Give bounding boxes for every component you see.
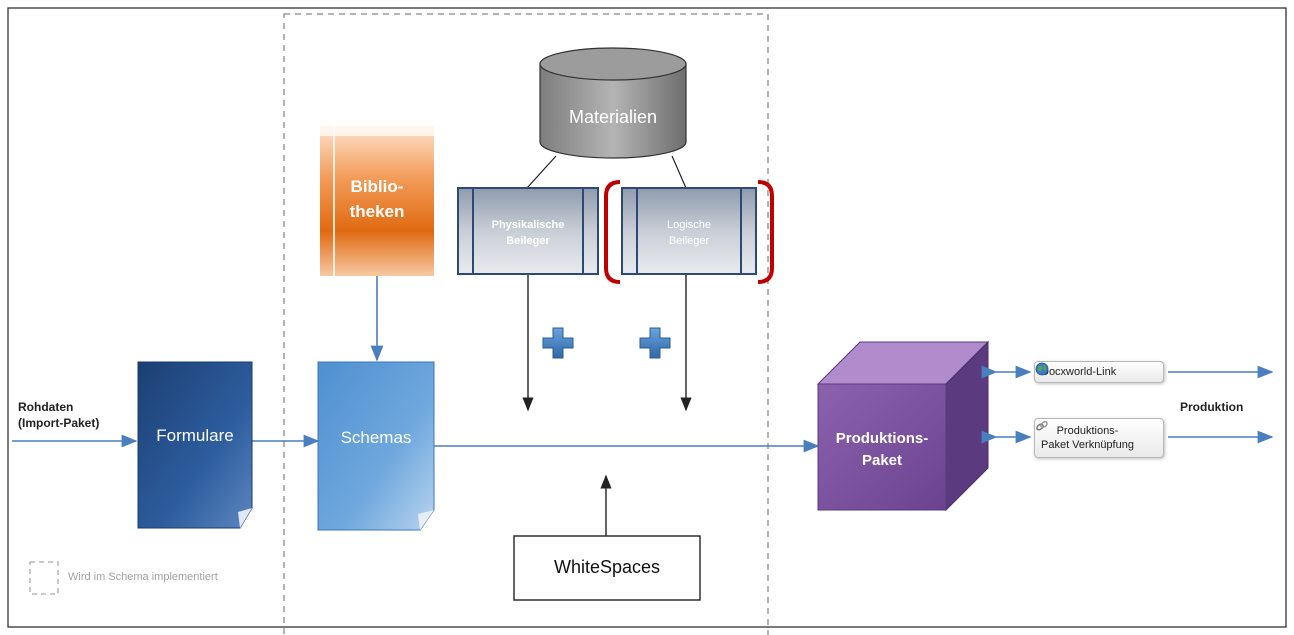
rohdaten-label: Rohdaten (Import-Paket) bbox=[18, 399, 99, 431]
docxworld-link-button[interactable]: Docxworld-Link bbox=[1034, 361, 1164, 383]
verknuepfung-label-line2: Paket Verknüpfung bbox=[1041, 439, 1134, 451]
physikalische-label: Physikalische Beileger bbox=[473, 217, 583, 249]
paket-verknuepfung-button[interactable]: Produktions- Paket Verknüpfung bbox=[1034, 418, 1164, 458]
globe-icon bbox=[1035, 362, 1049, 376]
legend-dashed-square bbox=[29, 561, 59, 595]
produktionspaket-label-line1: Produktions- bbox=[835, 430, 929, 447]
whitespaces-label: WhiteSpaces bbox=[553, 557, 661, 577]
bibliotheken-label: Biblio- theken bbox=[320, 174, 434, 224]
docxworld-link-label: Docxworld-Link bbox=[1041, 366, 1117, 378]
whitespaces-box bbox=[513, 535, 701, 601]
materialien-cylinder-top bbox=[539, 47, 687, 81]
outer-frame bbox=[7, 7, 1287, 628]
physikalische-label-line2: Beileger bbox=[506, 235, 550, 247]
plus-icon bbox=[542, 327, 574, 359]
connector-materialien-physikalische bbox=[526, 155, 557, 189]
formulare-fold bbox=[238, 508, 252, 528]
schema-region-border bbox=[283, 13, 769, 635]
materialien-cylinder-body bbox=[539, 63, 687, 159]
logische-label: Logische Beileger bbox=[637, 217, 741, 249]
logische-beileger-box bbox=[621, 187, 757, 275]
logische-bracket-right bbox=[757, 180, 774, 284]
schemas-label: Schemas bbox=[340, 428, 412, 447]
materialien-label: Materialien bbox=[568, 107, 658, 127]
bibliotheken-label-line1: Biblio- bbox=[350, 177, 404, 196]
formulare-label: Formulare bbox=[156, 426, 234, 445]
bibliotheken-top-band bbox=[320, 126, 434, 136]
logische-bracket-left bbox=[604, 180, 621, 284]
physikalische-beileger-box bbox=[457, 187, 599, 275]
rohdaten-label-line1: Rohdaten bbox=[18, 400, 74, 414]
bibliotheken-box bbox=[320, 126, 434, 276]
verknuepfung-label-line1: Produktions- bbox=[1056, 425, 1119, 437]
connector-materialien-logische bbox=[671, 155, 687, 189]
schemas-fold bbox=[418, 510, 434, 530]
physikalische-label-line1: Physikalische bbox=[491, 219, 565, 231]
produktion-heading: Produktion bbox=[1180, 400, 1244, 414]
bibliotheken-label-line2: theken bbox=[349, 202, 405, 221]
produktionspaket-label-line2: Paket bbox=[861, 452, 903, 469]
plus-icon bbox=[639, 327, 671, 359]
logische-label-line2: Beileger bbox=[668, 235, 710, 247]
legend-label: Wird im Schema implementiert bbox=[68, 571, 218, 583]
rohdaten-label-line2: (Import-Paket) bbox=[18, 416, 100, 430]
logische-label-line1: Logische bbox=[666, 219, 712, 231]
link-icon bbox=[1036, 421, 1048, 431]
produktionspaket-cube-front bbox=[817, 383, 947, 511]
verknuepfung-label: Produktions- Paket Verknüpfung bbox=[1041, 424, 1134, 452]
produktionspaket-label: Produktions- Paket bbox=[818, 428, 946, 472]
